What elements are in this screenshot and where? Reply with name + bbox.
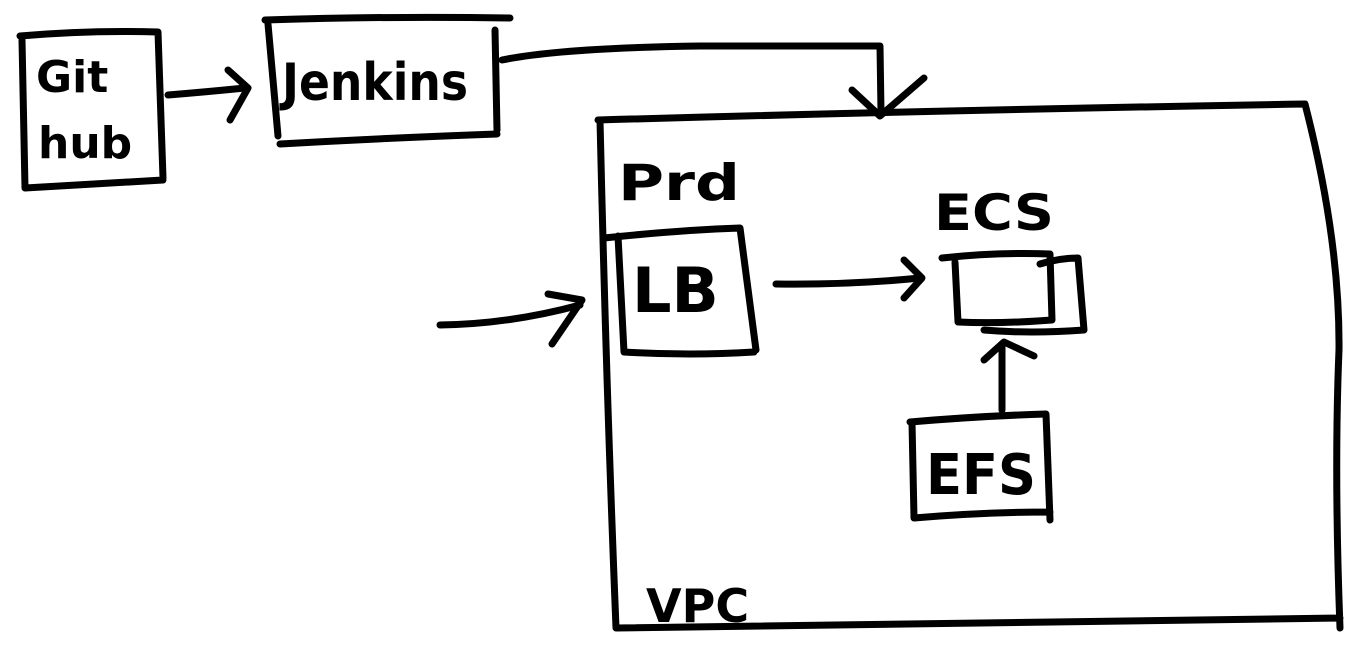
prod-label: Prd: [618, 154, 740, 212]
arrow-incoming-to-lb: [436, 290, 586, 348]
arrow-head: [224, 66, 252, 124]
vpc-boundary: VPC: [594, 100, 1344, 633]
arrow-line: [436, 301, 584, 329]
ecs-label: ECS: [934, 184, 1054, 242]
ecs-front-box: [938, 250, 1056, 327]
github-label-line1: Git: [36, 52, 108, 103]
lb-node: LB: [600, 224, 760, 358]
ecs-back-box: [980, 254, 1088, 336]
arrow-head: [900, 256, 926, 302]
arrow-lb-to-ecs: [772, 256, 926, 302]
efs-node: EFS: [906, 410, 1054, 524]
arrow-line: [164, 84, 249, 99]
arrow-line: [498, 42, 885, 116]
github-label-line2: hub: [38, 118, 132, 169]
lb-box: [600, 224, 760, 358]
github-node: Git hub: [16, 28, 167, 192]
arrow-head: [544, 290, 586, 348]
arrow-head: [980, 338, 1038, 364]
ecs-node: [938, 250, 1088, 336]
efs-box: [906, 410, 1054, 524]
jenkins-node: Jenkins: [261, 13, 514, 148]
vpc-label: VPC: [646, 579, 749, 633]
arrow-jenkins-to-vpc: [498, 42, 928, 120]
arrow-line: [772, 274, 924, 288]
lb-label: LB: [632, 254, 719, 327]
efs-label: EFS: [926, 443, 1036, 508]
vpc-box: [594, 100, 1344, 632]
arrow-efs-to-ecs: [980, 338, 1038, 414]
github-box: [16, 28, 167, 192]
jenkins-label: Jenkins: [279, 53, 468, 113]
arrow-github-to-jenkins: [164, 66, 252, 124]
jenkins-box: [261, 13, 514, 148]
